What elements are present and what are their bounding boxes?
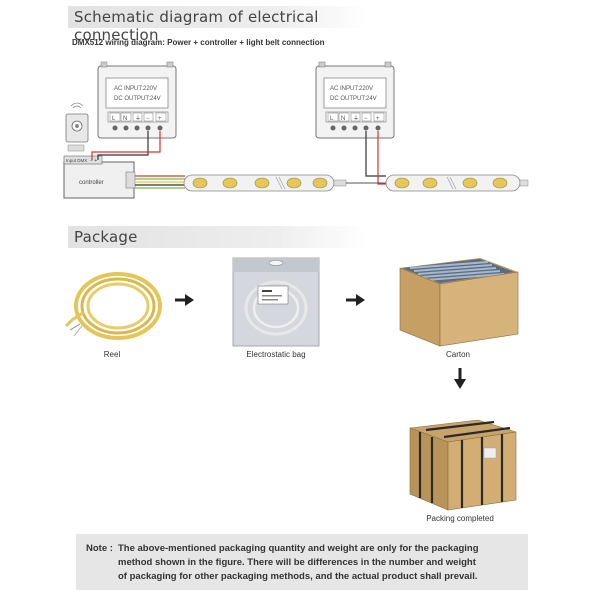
note-prefix: Note : <box>86 543 113 554</box>
psu2-input-label: AC INPUT:220V <box>330 86 373 92</box>
wiring-diagram: AC INPUT:220V DC OUTPUT:24V L N ⏚ − + AC… <box>63 61 529 199</box>
package-section-title: Package <box>74 228 138 246</box>
psu1-terminal-n: N <box>123 116 127 122</box>
arrow-down-icon <box>454 368 466 389</box>
controller-label: controller <box>79 180 104 186</box>
psu2-terminal-l: L <box>330 116 334 122</box>
note-line-3: of packaging for other packaging methods… <box>118 571 478 582</box>
psu1-terminals: L N ⏚ − + <box>109 112 167 122</box>
wiring-subtitle: DMX512 wiring diagram: Power + controlle… <box>72 38 325 47</box>
electrostatic-bag-image <box>232 257 320 347</box>
dmx-console-icon <box>65 102 89 152</box>
note-box <box>76 534 528 590</box>
power-supply-1: AC INPUT:220V DC OUTPUT:24V L N ⏚ − + <box>97 61 177 139</box>
note-line-2: method shown in the figure. There will b… <box>118 557 476 568</box>
psu2-terminal-plus: + <box>376 116 380 122</box>
psu1-terminal-l: L <box>112 116 116 122</box>
wires-controller-strip <box>135 175 185 189</box>
psu1-terminal-plus: + <box>158 116 162 122</box>
psu2-terminal-minus: − <box>364 116 368 122</box>
bag-caption: Electrostatic bag <box>246 350 306 359</box>
led-strip-2 <box>385 174 529 192</box>
psu2-terminal-n: N <box>341 116 345 122</box>
arrow-right-icon <box>175 294 194 306</box>
schematic-section-header: Schematic diagram of electrical connecti… <box>68 6 368 44</box>
psu1-terminal-ground: ⏚ <box>135 115 141 122</box>
note-line-1: The above-mentioned packaging quantity a… <box>118 543 479 554</box>
psu2-output-label: DC OUTPUT:24V <box>330 96 377 102</box>
carton-open-image <box>399 258 519 347</box>
schematic-section-title: Schematic diagram of electrical connecti… <box>74 8 319 44</box>
psu1-output-label: DC OUTPUT:24V <box>114 96 161 102</box>
wires-psu2 <box>365 131 386 185</box>
packing-completed-caption: Packing completed <box>426 514 494 523</box>
psu2-terminals: L N ⏚ − + <box>327 112 385 122</box>
carton-caption: Carton <box>445 350 470 359</box>
reel-caption: Reel <box>103 350 121 359</box>
reel-image <box>64 272 162 340</box>
led-strip-1 <box>183 174 386 192</box>
carton-packed-image <box>409 419 517 511</box>
psu1-terminal-minus: − <box>146 116 150 122</box>
power-supply-2: AC INPUT:220V DC OUTPUT:24V L N ⏚ − + <box>315 61 395 139</box>
arrow-right-icon-2 <box>346 294 365 306</box>
psu1-input-label: AC INPUT:220V <box>114 86 157 92</box>
controller-box: Input DMX − + controller <box>63 155 136 199</box>
package-section-header: Package <box>68 226 368 248</box>
psu2-terminal-ground: ⏚ <box>353 115 359 122</box>
controller-input-label: Input DMX <box>66 158 87 163</box>
controller-polarity-label: − + <box>90 158 97 164</box>
wires-psu1 <box>91 131 161 160</box>
